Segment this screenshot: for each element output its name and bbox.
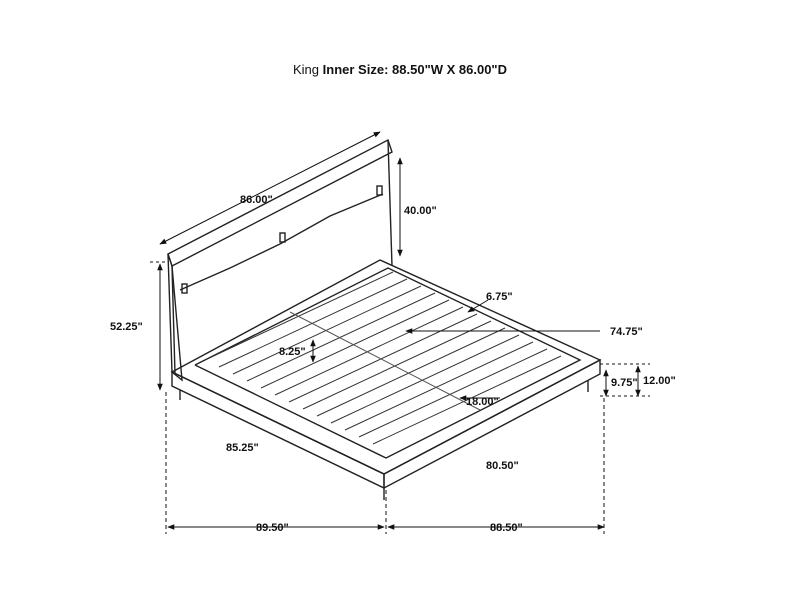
label-overall-width: 88.50" [490, 522, 523, 534]
dimension-lines [150, 131, 650, 534]
dimension-labels: 86.00" 40.00" 52.25" 6.75" 74.75" 8.25" … [110, 194, 676, 534]
headboard [167, 139, 393, 382]
title-value: 88.50"W X 86.00"D [392, 62, 507, 77]
strap-clip-mid [279, 232, 286, 243]
slats [204, 271, 562, 445]
label-frame-height: 12.00" [643, 375, 676, 387]
strap-clip-right [376, 185, 383, 196]
title-prefix: King [293, 62, 320, 77]
headboard-front [167, 253, 183, 382]
title-label: Inner Size: [322, 62, 389, 77]
label-slat-spacing: 6.75" [486, 291, 513, 303]
label-rail-height: 9.75" [611, 377, 638, 389]
platform-front-rail [171, 370, 385, 490]
platform-side-rail [383, 358, 601, 490]
label-clearance: 18.00" [466, 396, 499, 408]
dim-headboard-width [159, 131, 381, 245]
label-front-length: 80.50" [486, 460, 519, 472]
label-headboard-width: 86.00" [240, 194, 273, 206]
dim-slat-spacing [467, 299, 489, 313]
strap-clip-left [181, 283, 188, 294]
label-side-length: 85.25" [226, 442, 259, 454]
size-title: King Inner Size: 88.50"W X 86.00"D [0, 62, 800, 77]
label-headboard-height: 40.00" [404, 205, 437, 217]
label-slat-height: 8.25" [279, 346, 306, 358]
label-overall-height: 52.25" [110, 321, 143, 333]
bed-frame [170, 259, 602, 500]
label-overall-depth: 89.50" [256, 522, 289, 534]
headboard-right-edge [387, 139, 393, 267]
label-inner-length: 74.75" [610, 326, 643, 338]
headboard-left-edge [171, 265, 176, 375]
headboard-panel [167, 139, 393, 267]
inner-frame [194, 267, 582, 459]
